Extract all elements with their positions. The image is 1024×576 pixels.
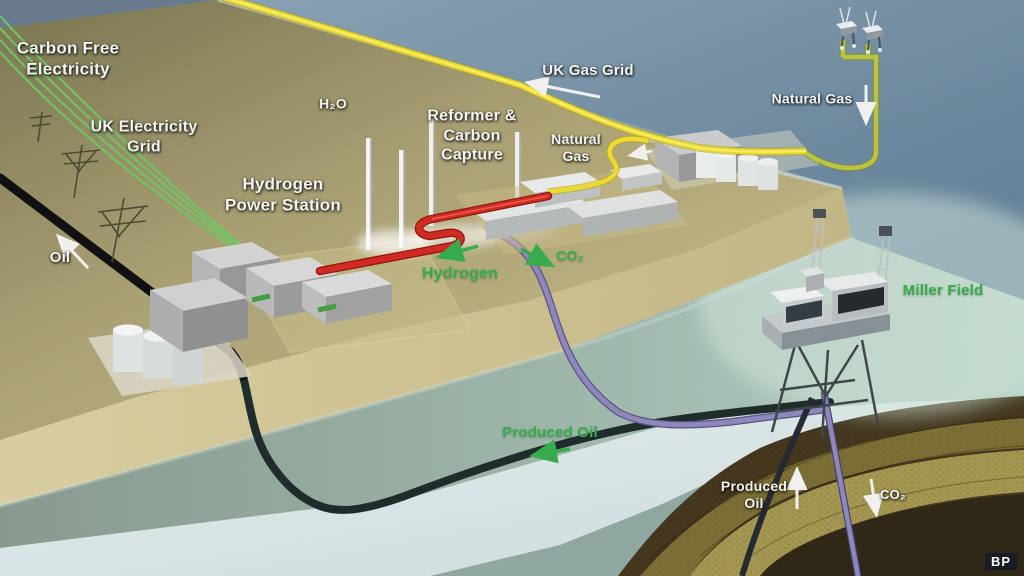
bp-logo: BP (984, 553, 1017, 570)
